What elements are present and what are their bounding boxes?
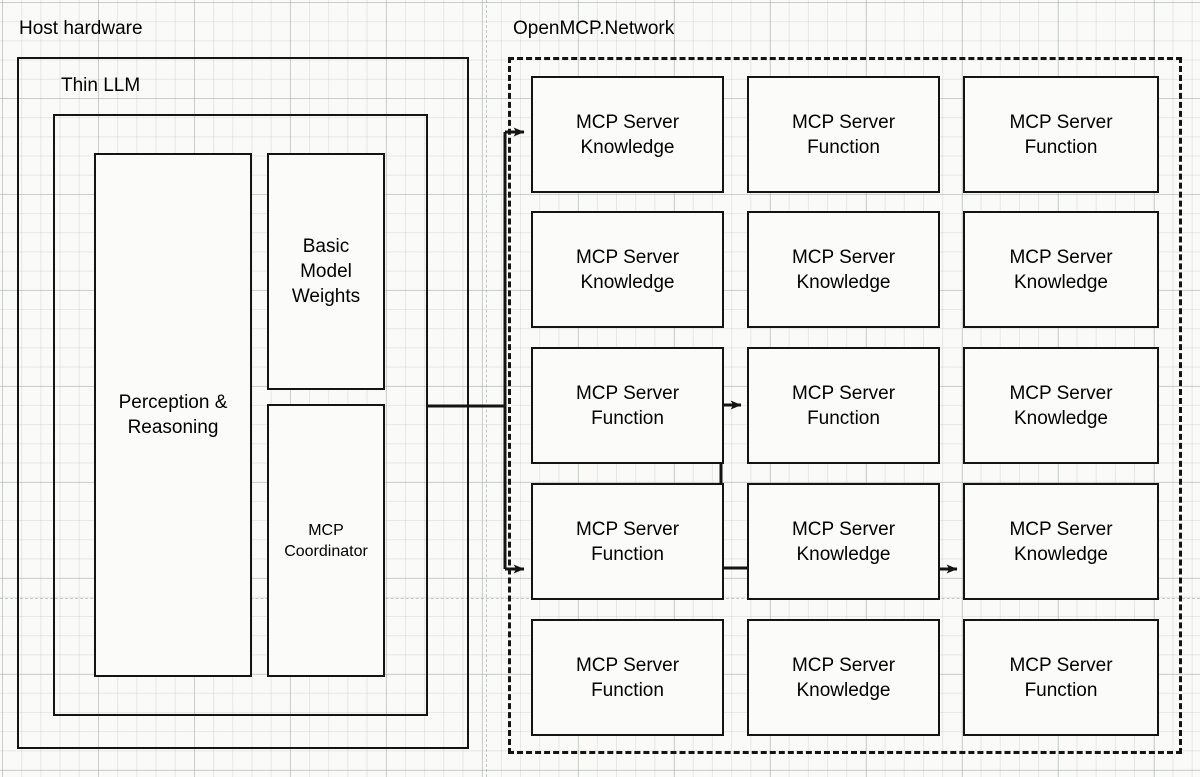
- node-r1c1[interactable]: MCP Server Knowledge: [531, 76, 724, 193]
- block-basic-model-weights-label: Basic Model Weights: [291, 236, 361, 307]
- node-r5c1[interactable]: MCP Server Function: [531, 619, 724, 736]
- node-r1c3[interactable]: MCP Server Function: [963, 76, 1159, 193]
- node-r3c1-label: MCP Server Function: [575, 382, 680, 429]
- node-r4c3[interactable]: MCP Server Knowledge: [963, 483, 1159, 600]
- openmcp-network-label: OpenMCP.Network: [513, 18, 675, 39]
- node-r1c1-label: MCP Server Knowledge: [575, 111, 680, 158]
- node-r3c2[interactable]: MCP Server Function: [747, 347, 940, 464]
- block-mcp-coordinator[interactable]: MCP Coordinator: [267, 404, 385, 677]
- node-r1c3-label: MCP Server Function: [1009, 111, 1113, 158]
- node-r2c3[interactable]: MCP Server Knowledge: [963, 211, 1159, 328]
- node-r2c2[interactable]: MCP Server Knowledge: [747, 211, 940, 328]
- node-r4c1[interactable]: MCP Server Function: [531, 483, 724, 600]
- node-r2c1[interactable]: MCP Server Knowledge: [531, 211, 724, 328]
- host-hardware-container: [17, 57, 469, 749]
- node-r1c2[interactable]: MCP Server Function: [747, 76, 940, 193]
- block-basic-model-weights[interactable]: Basic Model Weights: [267, 153, 385, 390]
- grid-guide-vertical: [486, 0, 487, 777]
- node-r5c1-label: MCP Server Function: [575, 654, 680, 701]
- node-r2c2-label: MCP Server Knowledge: [791, 246, 896, 293]
- node-r2c3-label: MCP Server Knowledge: [1009, 246, 1113, 293]
- host-hardware-label: Host hardware: [19, 18, 143, 39]
- node-r2c1-label: MCP Server Knowledge: [575, 246, 680, 293]
- node-r5c3-label: MCP Server Function: [1009, 654, 1113, 701]
- node-r4c1-label: MCP Server Function: [575, 518, 680, 565]
- node-r3c3[interactable]: MCP Server Knowledge: [963, 347, 1159, 464]
- node-r5c2-label: MCP Server Knowledge: [791, 654, 896, 701]
- node-r3c1[interactable]: MCP Server Function: [531, 347, 724, 464]
- block-perception-reasoning-label: Perception & Reasoning: [118, 392, 228, 438]
- node-r4c2[interactable]: MCP Server Knowledge: [747, 483, 940, 600]
- node-r5c2[interactable]: MCP Server Knowledge: [747, 619, 940, 736]
- node-r4c3-label: MCP Server Knowledge: [1009, 518, 1113, 565]
- thin-llm-container: [53, 114, 428, 716]
- thin-llm-label: Thin LLM: [61, 75, 141, 96]
- block-mcp-coordinator-label: MCP Coordinator: [284, 521, 368, 560]
- node-r1c2-label: MCP Server Function: [791, 111, 896, 158]
- node-r3c2-label: MCP Server Function: [791, 382, 896, 429]
- node-r3c3-label: MCP Server Knowledge: [1009, 382, 1113, 429]
- openmcp-network-container: [508, 57, 1182, 754]
- node-r5c3[interactable]: MCP Server Function: [963, 619, 1159, 736]
- block-perception-reasoning[interactable]: Perception & Reasoning: [94, 153, 252, 677]
- node-r4c2-label: MCP Server Knowledge: [791, 518, 896, 565]
